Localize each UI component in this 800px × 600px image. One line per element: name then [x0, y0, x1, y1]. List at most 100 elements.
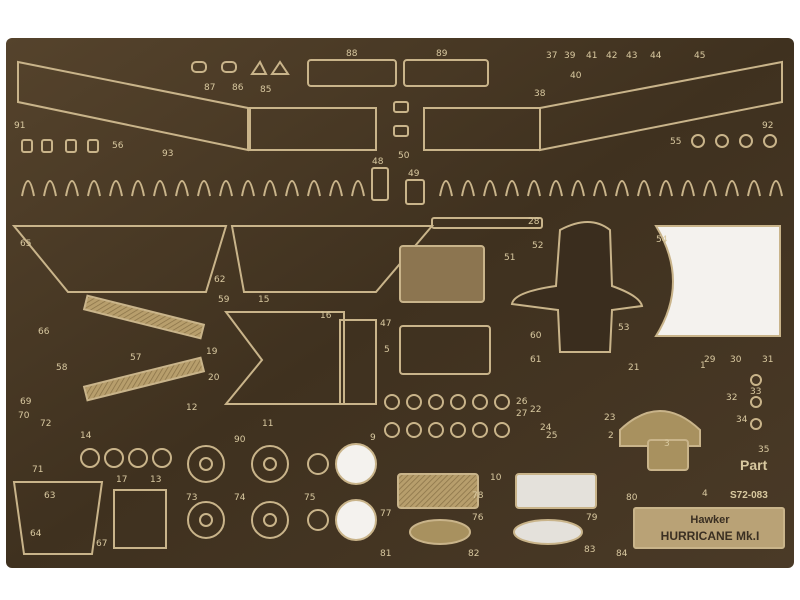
product-code: S72-083 [730, 490, 768, 501]
part-number-37: 37 [546, 51, 557, 61]
part-number-20: 20 [208, 373, 220, 383]
wing-strip-left [17, 60, 249, 152]
spur-comb-right [439, 180, 783, 197]
part-number-56: 56 [112, 141, 124, 151]
canopy-frame [654, 225, 781, 337]
part-number-17: 17 [116, 475, 127, 485]
part-number-1: 1 [700, 361, 706, 371]
part-number-62: 62 [214, 275, 225, 285]
part-number-77: 77 [380, 509, 391, 519]
part-number-85: 85 [260, 85, 271, 95]
name-plate-line2: HURRICANE Mk.I [661, 529, 760, 543]
seat-armour [510, 221, 644, 353]
part-number-93: 93 [162, 149, 173, 159]
part-number-35: 35 [758, 445, 769, 455]
side-frame-left [11, 225, 228, 293]
part-number-80: 80 [626, 493, 638, 503]
part-number-61: 61 [530, 355, 541, 365]
wheel-set [187, 443, 377, 541]
part-number-48: 48 [372, 157, 384, 167]
part-number-24: 24 [540, 423, 552, 433]
part-63 [12, 481, 104, 555]
part-number-39: 39 [564, 51, 576, 61]
part-number-59: 59 [218, 295, 230, 305]
part-number-26: 26 [516, 397, 528, 407]
part-number-76: 76 [472, 513, 484, 523]
part-number-33: 33 [750, 387, 761, 397]
part-number-71: 71 [32, 465, 43, 475]
part-number-10: 10 [490, 473, 502, 483]
part-88 [307, 59, 397, 87]
part-number-5: 5 [384, 345, 390, 355]
part-number-21: 21 [628, 363, 639, 373]
washer-row [384, 394, 510, 438]
part-number-14: 14 [80, 431, 92, 441]
spur-comb-left [21, 180, 365, 197]
part-number-51: 51 [504, 253, 515, 263]
part-number-53: 53 [618, 323, 629, 333]
part-number-91: 91 [14, 121, 25, 131]
part-number-23: 23 [604, 413, 615, 423]
part-number-11: 11 [262, 419, 273, 429]
part-number-87: 87 [204, 83, 215, 93]
part-number-27: 27 [516, 409, 527, 419]
part-number-44: 44 [650, 51, 662, 61]
part-number-2: 2 [608, 431, 614, 441]
part-number-88: 88 [346, 49, 358, 59]
part-number-70: 70 [18, 411, 30, 421]
part-number-73: 73 [186, 493, 197, 503]
part-number-92: 92 [762, 121, 773, 131]
part-number-30: 30 [730, 355, 742, 365]
part-89 [403, 59, 489, 87]
part-number-22: 22 [530, 405, 541, 415]
part-number-65: 65 [20, 239, 31, 249]
part-number-9: 9 [370, 433, 376, 443]
part-number-79: 79 [586, 513, 598, 523]
part-number-58: 58 [56, 363, 68, 373]
part-number-78: 78 [472, 491, 484, 501]
part-number-67: 67 [96, 539, 107, 549]
wing-strip-right-b [539, 60, 783, 152]
part-number-42: 42 [606, 51, 617, 61]
part-number-40: 40 [570, 71, 582, 81]
part-number-3: 3 [664, 439, 670, 449]
part-number-60: 60 [530, 331, 542, 341]
part-number-50: 50 [398, 151, 410, 161]
part-58 [619, 410, 701, 447]
part-number-64: 64 [30, 529, 42, 539]
part-number-89: 89 [436, 49, 448, 59]
part-number-52: 52 [532, 241, 543, 251]
part-number-15: 15 [258, 295, 269, 305]
part-number-19: 19 [206, 347, 218, 357]
part-number-75: 75 [304, 493, 315, 503]
name-plate [633, 507, 785, 549]
part-number-49: 49 [408, 169, 420, 179]
part-number-labels: 1234591011121314151617192021222324252627… [14, 49, 773, 559]
part-number-31: 31 [762, 355, 773, 365]
part-number-72: 72 [40, 419, 51, 429]
part-number-12: 12 [186, 403, 197, 413]
part-number-38: 38 [534, 89, 546, 99]
wing-strip-center [249, 107, 377, 151]
part-number-32: 32 [726, 393, 737, 403]
part-number-81: 81 [380, 549, 391, 559]
part-number-86: 86 [232, 83, 244, 93]
part-number-47: 47 [380, 319, 391, 329]
part-number-57: 57 [130, 353, 141, 363]
brand-mark: Part [740, 457, 768, 473]
name-plate-line1: Hawker [690, 514, 730, 526]
part-number-84: 84 [616, 549, 628, 559]
part-number-16: 16 [320, 311, 332, 321]
part-number-74: 74 [234, 493, 246, 503]
part-number-66: 66 [38, 327, 50, 337]
part-number-63: 63 [44, 491, 55, 501]
part-number-45: 45 [694, 51, 705, 61]
part-number-90: 90 [234, 435, 246, 445]
part-number-34: 34 [736, 415, 748, 425]
part-number-29: 29 [704, 355, 716, 365]
side-frame-right [230, 225, 435, 293]
part-number-25: 25 [546, 431, 557, 441]
part-number-43: 43 [626, 51, 637, 61]
part-number-4: 4 [702, 489, 708, 499]
